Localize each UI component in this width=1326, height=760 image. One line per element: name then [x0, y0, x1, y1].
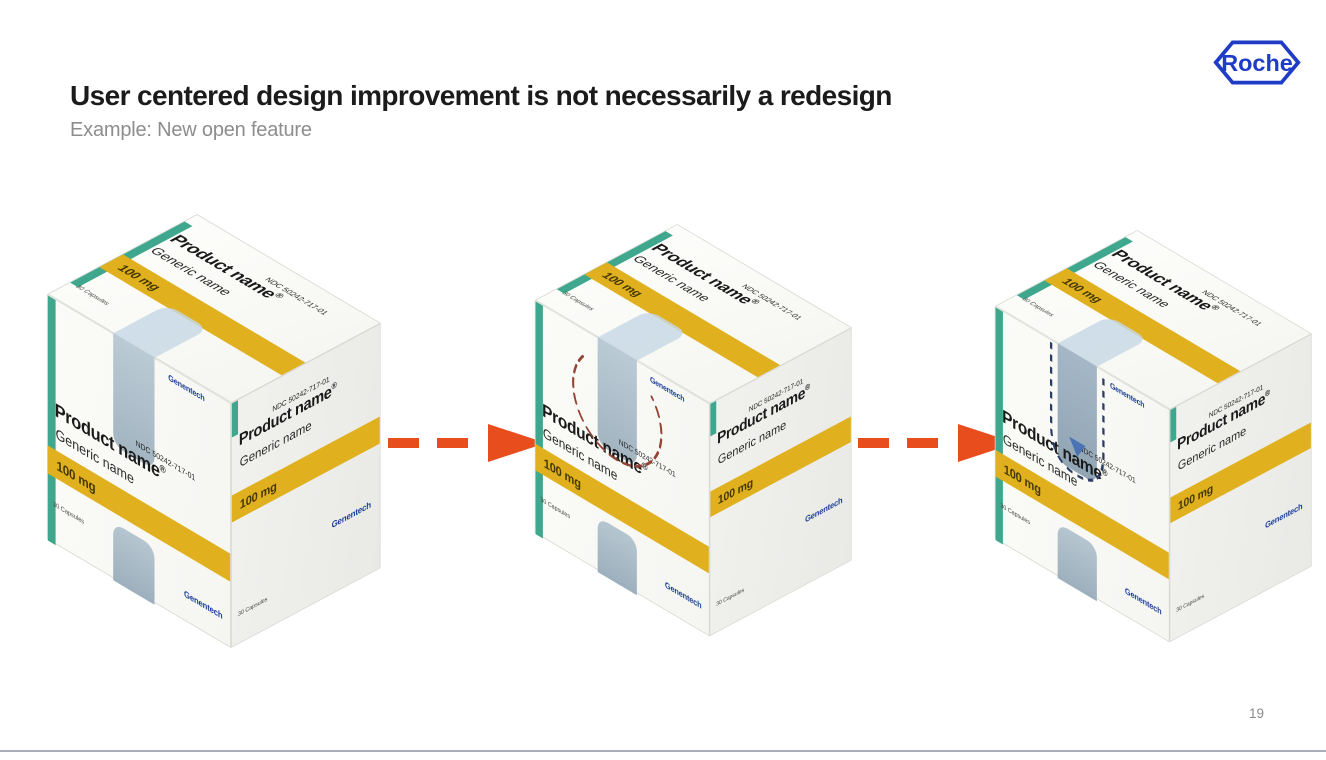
- slide-subtitle: Example: New open feature: [70, 119, 312, 141]
- manufacturer-logo: Genentech: [1265, 501, 1303, 531]
- roche-wordmark: Roche: [1221, 50, 1293, 76]
- dashed-arrow-icon: [388, 424, 546, 462]
- manufacturer-logo: Genentech: [183, 588, 223, 622]
- tape-strip: [113, 522, 155, 605]
- capsule-count: 30 Capsules: [73, 284, 111, 307]
- manufacturer-logo: Genentech: [664, 579, 702, 611]
- capsule-count: 30 Capsules: [1020, 296, 1056, 318]
- capsule-count: 30 Capsules: [238, 596, 268, 619]
- package-stage-3-new-feature: NDC 50242-717-01 Product name® Generic n…: [990, 230, 1318, 648]
- teal-stripe: [710, 400, 717, 437]
- tape-strip: [597, 516, 637, 596]
- package-stage-2-highlighted: NDC 50242-717-01 Product name® Generic n…: [530, 224, 858, 642]
- tape-strip: [1057, 522, 1097, 602]
- capsule-count: 30 Capsules: [716, 587, 745, 609]
- capsule-count: 30 Capsules: [540, 496, 570, 521]
- manufacturer-logo: Genentech: [1124, 585, 1162, 617]
- manufacturer-logo: Genentech: [805, 495, 843, 525]
- capsule-count: 30 Capsules: [1000, 502, 1030, 527]
- teal-stripe: [231, 400, 239, 438]
- manufacturer-logo: Genentech: [331, 499, 371, 531]
- capsule-count: 30 Capsules: [1176, 593, 1205, 615]
- page-number: 19: [1248, 706, 1264, 721]
- capsule-count: 30 Capsules: [560, 290, 596, 312]
- dashed-arrow-icon: [858, 424, 1016, 462]
- roche-hexagon: [1213, 40, 1301, 85]
- package-stage-1-current: NDC 50242-717-01 Product name® Generic n…: [42, 214, 387, 654]
- capsule-count: 30 Capsules: [53, 500, 85, 527]
- teal-stripe: [1170, 406, 1177, 443]
- slide-title: User centered design improvement is not …: [70, 80, 892, 111]
- roche-logo-icon: Roche: [1213, 40, 1301, 85]
- bottom-divider: [0, 750, 1326, 752]
